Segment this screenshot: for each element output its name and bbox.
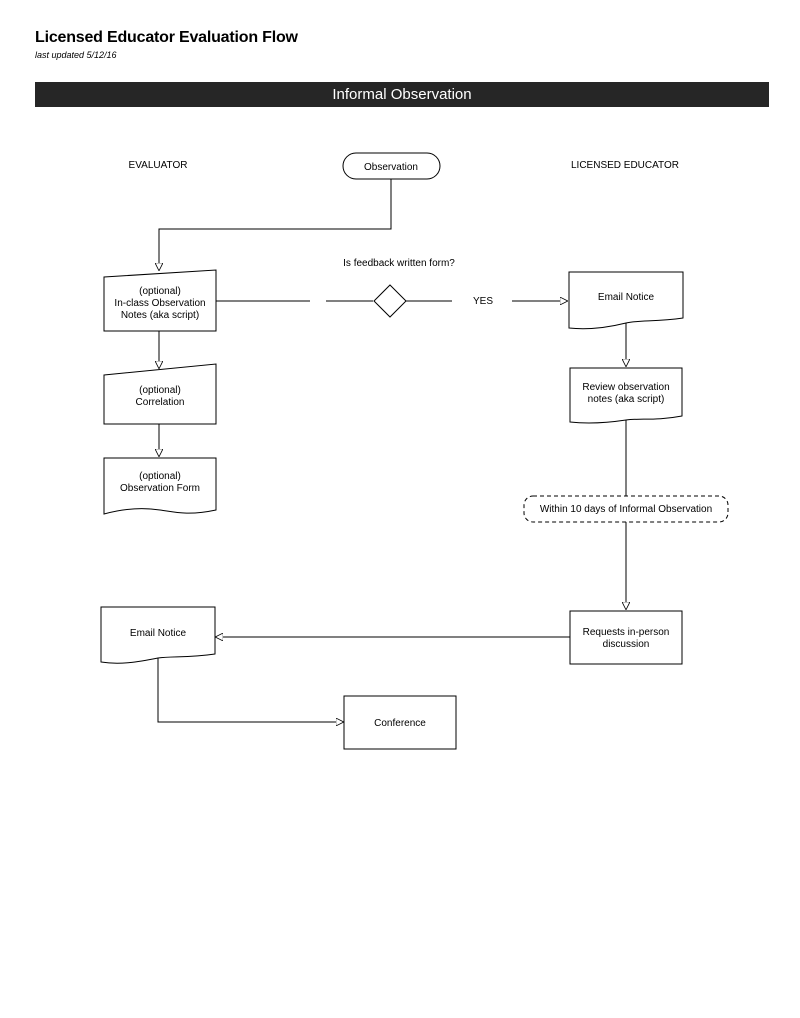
node-conference-label: Conference [374, 718, 426, 729]
node-correlation-line-1: (optional) [139, 385, 181, 396]
node-observation-form: (optional) Observation Form [103, 457, 217, 515]
node-review-line-2: notes (aka script) [588, 394, 665, 405]
node-requests-in-person-discussion: Requests in-person discussion [569, 610, 683, 665]
connector-start-to-notes [159, 179, 392, 270]
node-timeframe-label: Within 10 days of Informal Observation [540, 504, 712, 515]
last-updated-note: last updated 5/12/16 [35, 50, 117, 60]
node-correlation-line-2: Correlation [136, 397, 185, 408]
node-feedback-decision [373, 284, 407, 318]
node-notes-line-2: In-class Observation [114, 298, 205, 309]
decision-question-label: Is feedback written form? [343, 258, 455, 269]
connector-email-to-conference [157, 658, 343, 722]
node-review-line-1: Review observation [582, 382, 669, 393]
section-header-bar: Informal Observation [35, 82, 769, 107]
node-email-notice-evaluator-label: Email Notice [130, 628, 187, 639]
node-observation-start: Observation [342, 152, 441, 180]
node-email-notice-educator-label: Email Notice [598, 292, 655, 303]
node-notes-line-1: (optional) [139, 286, 181, 297]
node-in-class-observation-notes: (optional) In-class Observation Notes (a… [103, 269, 217, 332]
node-timeframe-10-days: Within 10 days of Informal Observation [523, 495, 729, 523]
lane-label-licensed-educator: LICENSED EDUCATOR [571, 160, 679, 171]
node-form-line-2: Observation Form [120, 483, 200, 494]
node-conference: Conference [343, 695, 457, 750]
node-email-notice-evaluator: Email Notice [100, 606, 216, 664]
node-request-line-2: discussion [603, 639, 650, 650]
decision-yes-label: YES [473, 296, 493, 307]
node-review-observation-notes: Review observation notes (aka script) [569, 367, 683, 424]
document-title: Licensed Educator Evaluation Flow [35, 29, 298, 46]
node-email-notice-educator: Email Notice [568, 271, 684, 330]
section-title: Informal Observation [332, 86, 472, 103]
node-correlation: (optional) Correlation [103, 363, 217, 425]
node-observation-start-label: Observation [364, 162, 418, 173]
node-notes-line-3: Notes (aka script) [121, 310, 199, 321]
node-request-line-1: Requests in-person [583, 627, 670, 638]
node-form-line-1: (optional) [139, 471, 181, 482]
lane-label-evaluator: EVALUATOR [129, 160, 188, 171]
